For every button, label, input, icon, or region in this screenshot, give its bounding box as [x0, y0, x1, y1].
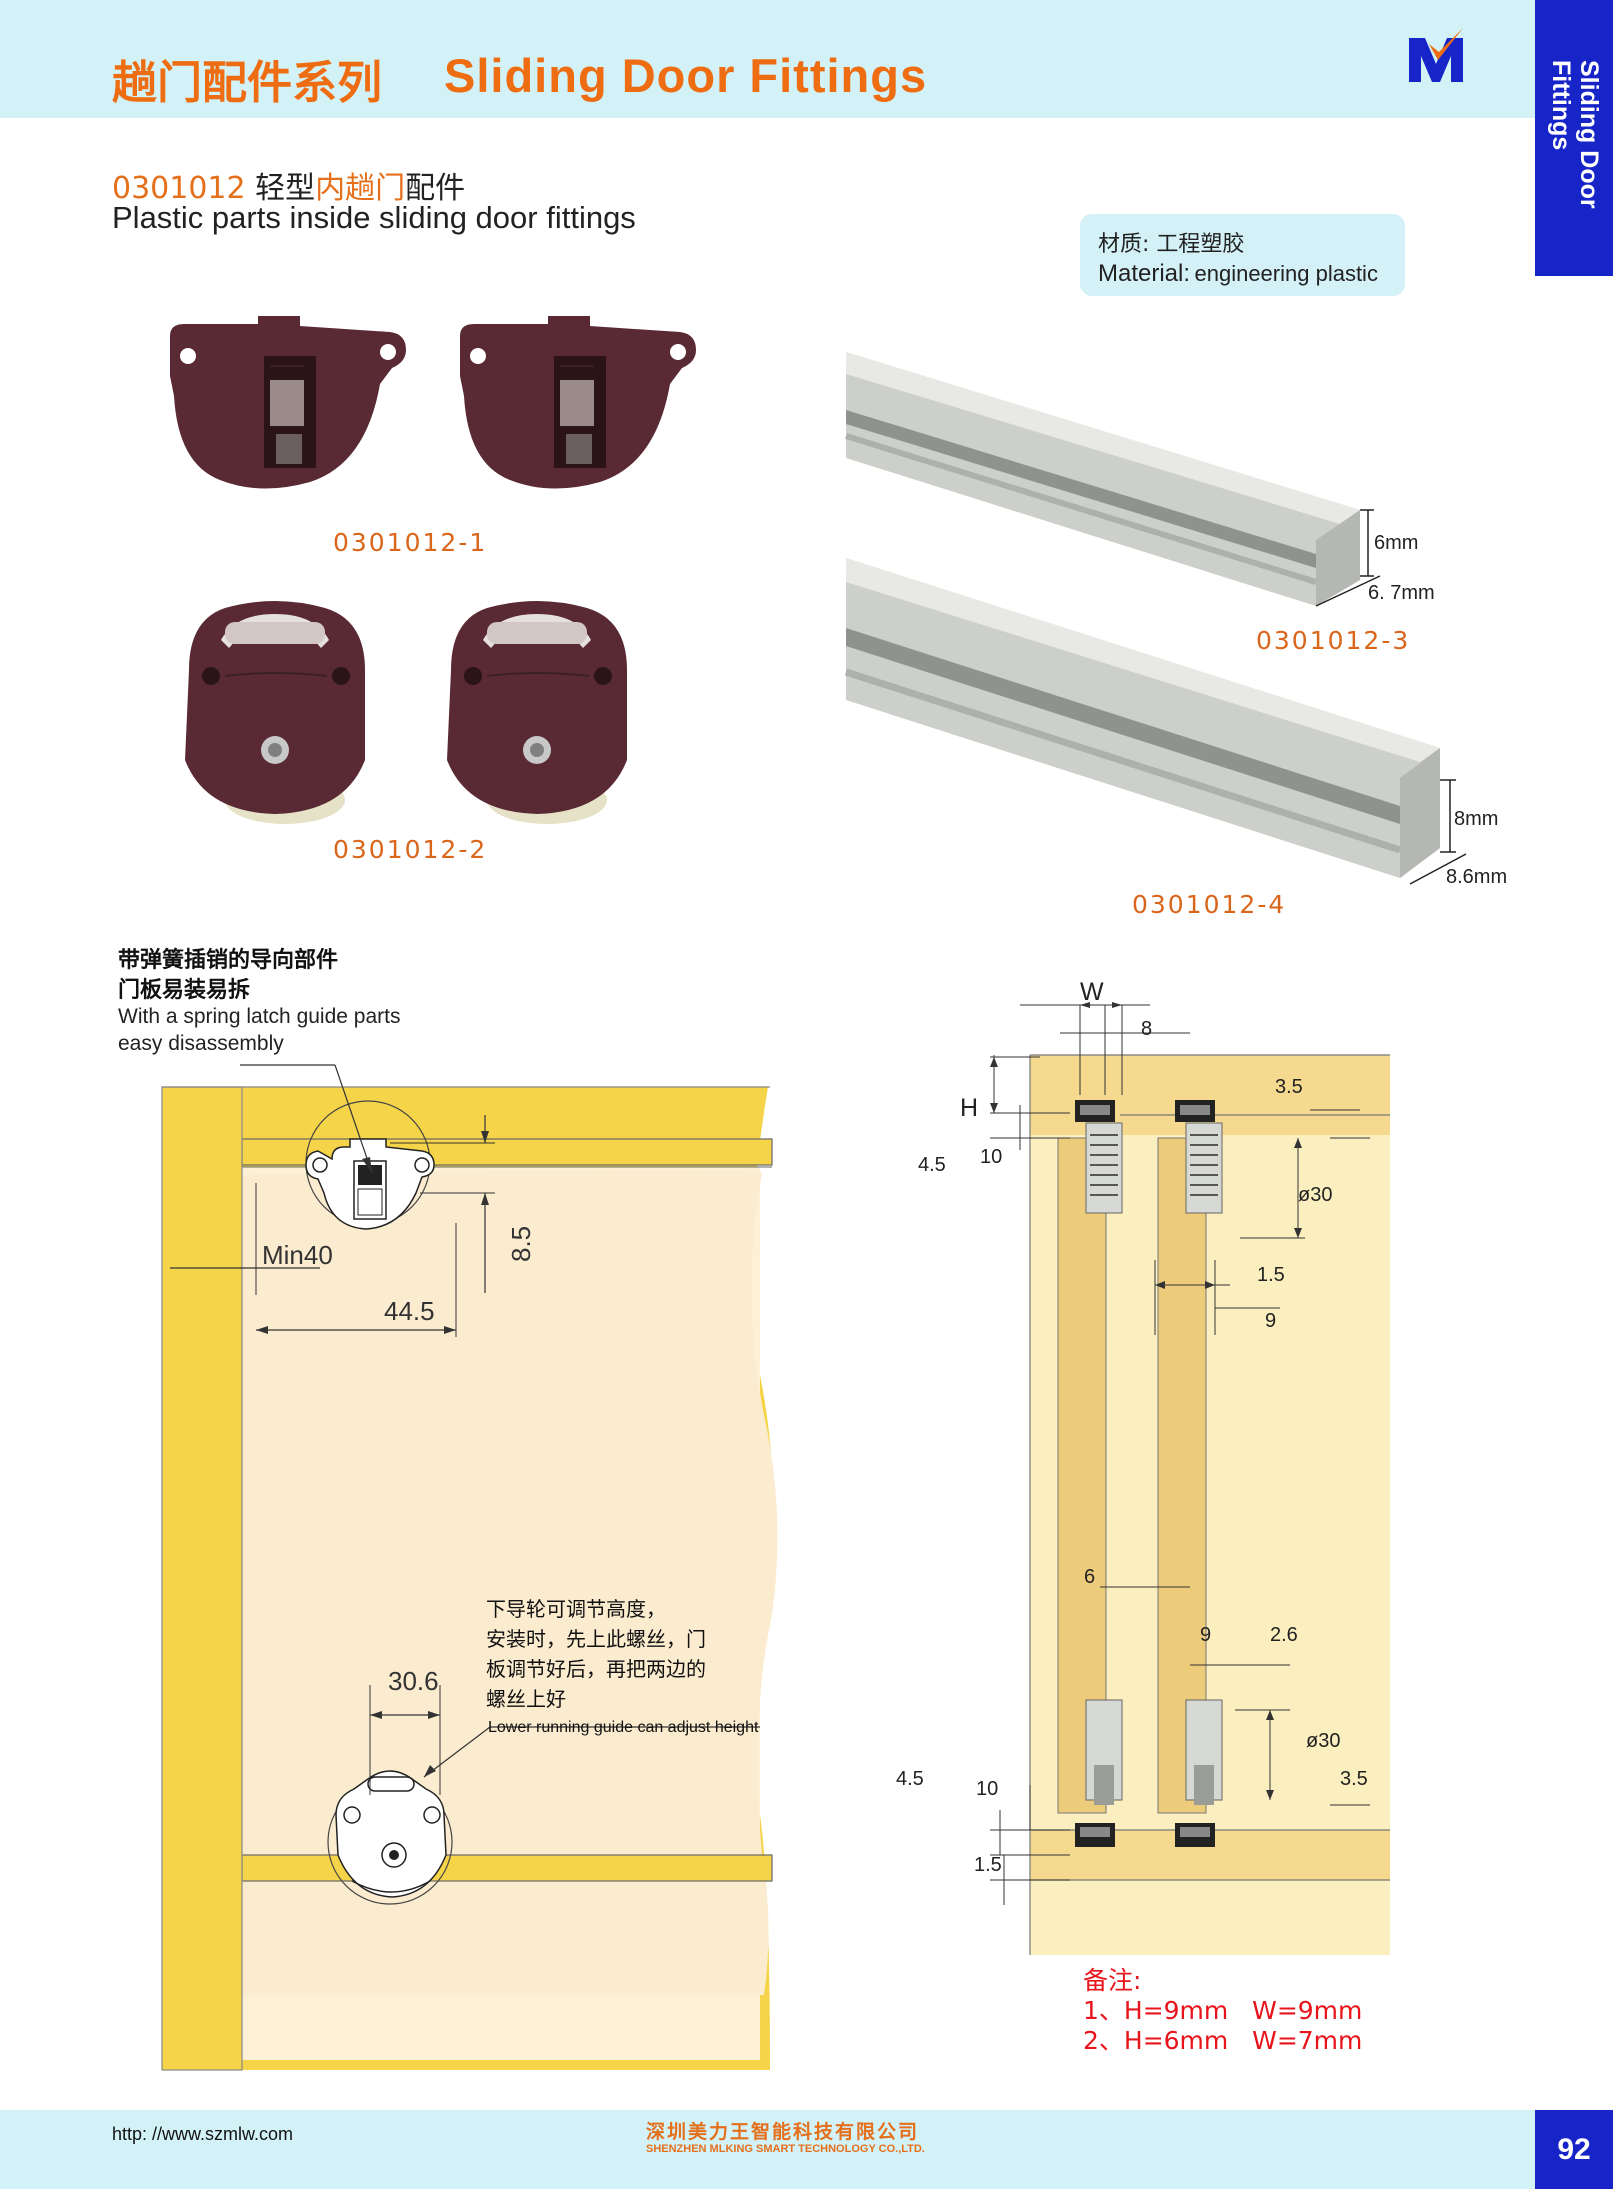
dim-8-5: 8.5 — [506, 1225, 536, 1262]
dim-10-low: 10 — [976, 1778, 999, 1800]
lower-note-cn: 下导轮可调节高度， 安装时，先上此螺丝，门 板调节好后，再把两边的 螺丝上好 — [486, 1594, 706, 1714]
material-en: Material: engineering plastic — [1098, 260, 1378, 287]
product-name-part1: 轻型 — [255, 171, 316, 206]
part2-code: 0301012-2 — [333, 835, 488, 864]
product-title: 0301012 轻型内趟门配件 — [112, 163, 465, 207]
dim-10-top: 10 — [980, 1146, 1003, 1168]
track3-photo — [845, 352, 1381, 607]
dim-2-6: 2.6 — [1270, 1624, 1298, 1646]
side-tab-line1: Sliding Door — [1575, 60, 1603, 209]
part1-code: 0301012-1 — [333, 528, 488, 557]
upper-note-en-1: With a spring latch guide parts — [118, 1005, 401, 1028]
dim-8: 8 — [1141, 1018, 1153, 1040]
material-box: 材质: 工程塑胶 Material: engineering plastic — [1080, 214, 1405, 296]
company-name-cn: 深圳美力王智能科技有限公司 — [646, 2121, 920, 2143]
dim-W: W — [1080, 978, 1104, 1006]
track3-code: 0301012-3 — [1256, 626, 1411, 655]
track3-width: 6. 7mm — [1368, 582, 1435, 604]
dim-phi30-top: ø30 — [1298, 1184, 1333, 1206]
section-side-tab[interactable]: Sliding Door Fittings — [1535, 0, 1613, 276]
dim-30-6: 30.6 — [388, 1666, 439, 1696]
track4-photo — [844, 558, 1467, 885]
product-name-part2: 内趟门 — [315, 171, 406, 206]
part1-photo — [169, 316, 697, 490]
lower-note-cn-4: 螺丝上好 — [486, 1687, 566, 1711]
header-band — [0, 0, 1535, 118]
product-code: 0301012 — [112, 171, 246, 206]
footer-url[interactable]: http: //www.szmlw.com — [112, 2124, 294, 2144]
lower-note-cn-1: 下导轮可调节高度， — [486, 1597, 666, 1621]
track3-height: 6mm — [1374, 532, 1419, 554]
dim-1-5-low: 1.5 — [974, 1854, 1002, 1876]
dim-3-5-top: 3.5 — [1275, 1076, 1303, 1098]
upper-note-en-2: easy disassembly — [118, 1032, 284, 1055]
dim-min40: Min40 — [262, 1240, 333, 1270]
dim-6: 6 — [1084, 1566, 1096, 1588]
upper-note-cn-2: 门板易装易拆 — [118, 978, 251, 1003]
track4-width: 8.6mm — [1446, 866, 1508, 888]
remarks: 备注: 1、H=9mm W=9mm 2、H=6mm W=7mm — [1083, 1966, 1362, 2056]
dim-4-5-top: 4.5 — [918, 1154, 946, 1176]
dim-44-5: 44.5 — [384, 1296, 435, 1326]
side-tab-line2: Fittings — [1547, 60, 1575, 151]
lower-note-cn-2: 安装时，先上此螺丝，门 — [486, 1627, 706, 1651]
track4-code: 0301012-4 — [1132, 890, 1287, 919]
installation-front-diagram — [161, 1064, 778, 2071]
dim-H: H — [960, 1094, 979, 1122]
dim-3-5-low: 3.5 — [1340, 1768, 1368, 1790]
upper-note-cn-1: 带弹簧插销的导向部件 — [118, 948, 339, 973]
brand-logo — [1409, 28, 1463, 82]
product-name-part3: 配件 — [405, 171, 466, 206]
dim-9-mid: 9 — [1265, 1310, 1277, 1332]
page-title-en: Sliding Door Fittings — [444, 49, 928, 102]
part2-photo — [184, 600, 628, 825]
track4-height: 8mm — [1454, 808, 1499, 830]
dim-phi30-low: ø30 — [1306, 1730, 1341, 1752]
page-title-cn: 趟门配件系列 — [112, 56, 383, 109]
footer-band — [0, 2110, 1535, 2189]
company-name-en: SHENZHEN MLKING SMART TECHNOLOGY CO.,LTD… — [646, 2143, 925, 2155]
lower-note-en: Lower running guide can adjust height — [488, 1719, 759, 1736]
dim-9-low: 9 — [1200, 1624, 1212, 1646]
section-diagram — [990, 1002, 1390, 1955]
remarks-title: 备注: — [1083, 1966, 1142, 1995]
material-cn: 材质: 工程塑胶 — [1098, 232, 1245, 257]
remarks-line2: 2、H=6mm W=7mm — [1083, 2026, 1363, 2055]
remarks-line1: 1、H=9mm W=9mm — [1083, 1996, 1363, 2025]
lower-note-cn-3: 板调节好后，再把两边的 — [486, 1657, 706, 1681]
page-number: 92 — [1535, 2110, 1613, 2189]
dim-4-5-low: 4.5 — [896, 1768, 924, 1790]
dim-1-5: 1.5 — [1257, 1264, 1285, 1286]
product-name-en: Plastic parts inside sliding door fittin… — [112, 200, 636, 235]
